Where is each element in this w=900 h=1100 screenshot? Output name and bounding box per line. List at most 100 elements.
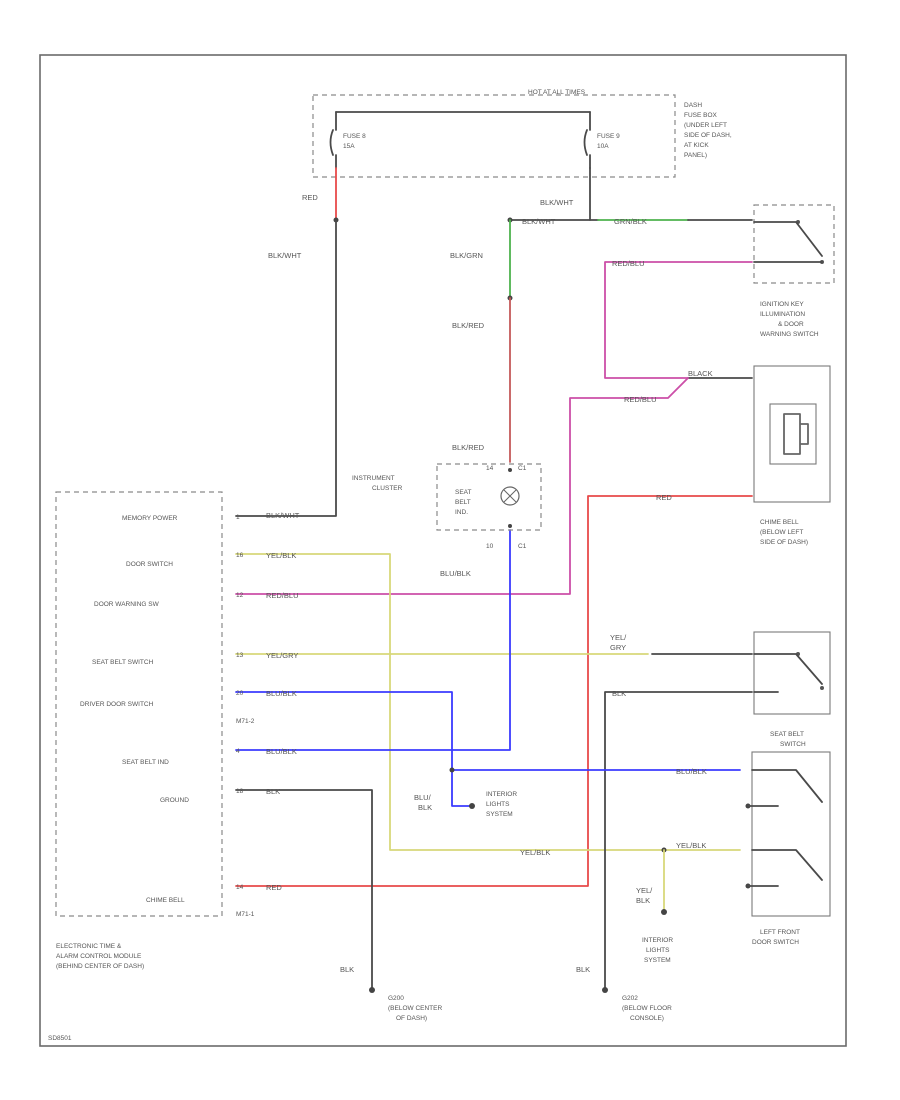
module-pin-memory-power: MEMORY POWER 1 <box>122 514 240 522</box>
svg-text:(BELOW CENTER: (BELOW CENTER <box>388 1005 442 1012</box>
label-blu-blk-lower: BLU/BLK <box>676 767 707 776</box>
module-pin-door-warning: DOOR WARNING SW 12 <box>94 592 244 608</box>
label-blk-seatbelt: BLK <box>612 689 626 698</box>
svg-text:DASH: DASH <box>684 102 702 109</box>
svg-text:1: 1 <box>236 514 240 521</box>
svg-text:BELT: BELT <box>455 499 471 506</box>
svg-text:14: 14 <box>486 465 494 472</box>
seat-belt-indicator-lamp <box>500 486 520 506</box>
label-yel-blk-module: YEL/BLK <box>266 551 296 560</box>
svg-text:IND.: IND. <box>455 509 468 516</box>
svg-text:SIDE OF DASH): SIDE OF DASH) <box>760 539 808 546</box>
svg-text:& DOOR: & DOOR <box>778 321 804 328</box>
label-blk-red-2: BLK/RED <box>452 443 485 452</box>
fuse-9-symbol <box>583 129 588 156</box>
label-blk-wht-memory: BLK/WHT <box>266 511 300 520</box>
connector-m71-1: M71-1 <box>236 911 255 918</box>
svg-text:C1: C1 <box>518 465 527 472</box>
fuse-9-label: FUSE 9 <box>597 133 620 140</box>
svg-text:G200: G200 <box>388 995 404 1002</box>
chime-bell: CHIME BELL (BELOW LEFT SIDE OF DASH) <box>753 365 831 546</box>
svg-text:(BEHIND CENTER OF DASH): (BEHIND CENTER OF DASH) <box>56 963 144 970</box>
label-blk-ground: BLK <box>266 787 280 796</box>
instrument-cluster: INSTRUMENT CLUSTER SEAT BELT IND. 14 C1 … <box>352 463 542 550</box>
svg-text:AT KICK: AT KICK <box>684 142 709 149</box>
label-blu-blk-interior: BLU/ <box>414 793 432 802</box>
svg-text:18: 18 <box>236 788 244 795</box>
label-blk-g202: BLK <box>576 965 590 974</box>
wire-red-blu-loop <box>604 261 753 379</box>
svg-text:DOOR SWITCH: DOOR SWITCH <box>752 939 799 946</box>
left-front-door-switch: LEFT FRONT DOOR SWITCH <box>745 751 831 946</box>
ignition-key-switch: IGNITION KEY ILLUMINATION & DOOR WARNING… <box>753 204 835 338</box>
svg-text:PANEL): PANEL) <box>684 152 707 159</box>
seat-belt-switch: SEAT BELT SWITCH <box>753 631 831 748</box>
label-red-top: RED <box>302 193 318 202</box>
wire-red-blu-door-warning <box>235 377 689 595</box>
ground-g202: G202 (BELOW FLOOR CONSOLE) <box>622 995 672 1022</box>
diagram-frame <box>39 54 847 1047</box>
svg-text:ILLUMINATION: ILLUMINATION <box>760 311 805 318</box>
svg-text:4: 4 <box>236 748 240 755</box>
fuse-box-header: HOT AT ALL TIMES <box>528 89 586 96</box>
fuse-box: HOT AT ALL TIMES FUSE 8 15A FUSE 9 10A D… <box>312 89 732 178</box>
label-red-blu: RED/BLU <box>612 259 645 268</box>
svg-text:(UNDER LEFT: (UNDER LEFT <box>684 122 727 129</box>
svg-text:G202: G202 <box>622 995 638 1002</box>
svg-text:IGNITION KEY: IGNITION KEY <box>760 301 804 308</box>
wire-blk-g202 <box>604 691 753 989</box>
label-blk-red-1: BLK/RED <box>452 321 485 330</box>
interior-lights-system-2: INTERIOR LIGHTS SYSTEM <box>642 937 673 964</box>
svg-text:(BELOW FLOOR: (BELOW FLOOR <box>622 1005 672 1012</box>
wire-yel-blk-door <box>235 553 741 851</box>
label-red-chime: RED <box>656 493 672 502</box>
svg-text:MEMORY POWER: MEMORY POWER <box>122 515 178 522</box>
svg-text:FUSE BOX: FUSE BOX <box>684 112 718 119</box>
svg-text:CHIME BELL: CHIME BELL <box>146 897 185 904</box>
footer-code: SD8501 <box>48 1035 72 1042</box>
wire-blu-blk-ind <box>235 529 511 751</box>
wire-blk-g200 <box>235 789 373 989</box>
label-yel-blk-short: YEL/ <box>636 886 653 895</box>
wire-red-chime <box>235 495 753 887</box>
label-yel-grn-module: YEL/GRY <box>266 651 298 660</box>
label-red-blu-chime: RED/BLU <box>624 395 657 404</box>
connector-m71-2: M71-2 <box>236 718 255 725</box>
label-yel-blk-interior: YEL/BLK <box>676 841 706 850</box>
label-black-chime: BLACK <box>688 369 713 378</box>
ground-g200: G200 (BELOW CENTER OF DASH) <box>388 995 442 1022</box>
label-yel-gry-switch: YEL/ <box>610 633 627 642</box>
wire-blu-blk-driver <box>235 691 471 807</box>
fuse-9-rating: 10A <box>597 143 609 150</box>
label-red-module: RED <box>266 883 282 892</box>
svg-text:DOOR WARNING SW: DOOR WARNING SW <box>94 601 160 608</box>
fuse-8-rating: 15A <box>343 143 355 150</box>
svg-text:12: 12 <box>236 592 244 599</box>
interior-lights-system-1: INTERIOR LIGHTS SYSTEM <box>486 791 517 818</box>
svg-text:INTERIOR: INTERIOR <box>486 791 517 798</box>
svg-text:INTERIOR: INTERIOR <box>642 937 673 944</box>
svg-text:ALARM CONTROL MODULE: ALARM CONTROL MODULE <box>56 953 142 960</box>
fuse-8-label: FUSE 8 <box>343 133 366 140</box>
svg-text:SYSTEM: SYSTEM <box>486 811 513 818</box>
label-blk-grn: BLK/GRN <box>450 251 483 260</box>
fuse-box-location: DASH FUSE BOX (UNDER LEFT SIDE OF DASH, … <box>684 102 732 159</box>
module-pin-chime-bell: CHIME BELL 14 <box>146 884 244 904</box>
svg-text:CLUSTER: CLUSTER <box>372 485 403 492</box>
control-module: MEMORY POWER 1 DOOR SWITCH 16 DOOR WARNING… <box>55 491 255 970</box>
svg-text:16: 16 <box>236 552 244 559</box>
svg-text:SIDE OF DASH,: SIDE OF DASH, <box>684 132 732 139</box>
svg-text:DOOR SWITCH: DOOR SWITCH <box>126 561 173 568</box>
svg-text:SYSTEM: SYSTEM <box>644 957 671 964</box>
svg-text:BLK: BLK <box>418 803 432 812</box>
label-blu-blk-ind-module: BLU/BLK <box>266 747 297 756</box>
svg-text:(BELOW LEFT: (BELOW LEFT <box>760 529 803 536</box>
svg-text:14: 14 <box>236 884 244 891</box>
label-blk-wht-left: BLK/WHT <box>268 251 302 260</box>
wire-blk-wht-memory <box>235 219 337 517</box>
svg-text:C1: C1 <box>518 543 527 550</box>
